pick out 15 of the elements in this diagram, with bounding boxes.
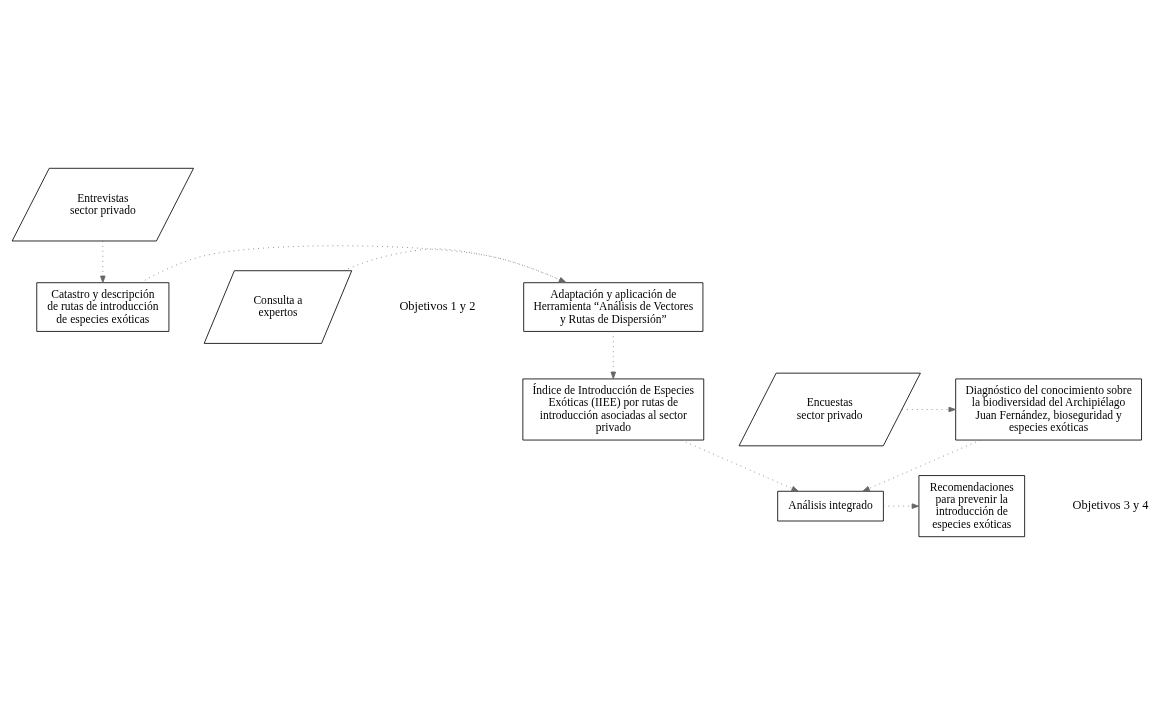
node-box: Catastro y descripción de rutas de introducción de especies exóticas [36, 281, 170, 332]
label: Objetivos 3 y 4 [1072, 497, 1149, 512]
arrow [883, 502, 920, 509]
arrow [100, 240, 106, 283]
node-box: Diagnóstico del conocimiento sobre la biodiversidad del Archipiélago Juan Fernández, bioseguridad y especies exóticas [955, 378, 1142, 440]
label: Objetivos 1 y 2 [399, 298, 476, 313]
node-box: Índice de Introducción de Especies Exóticas (IIEE) por rutas de introducción asociadas al sector privado [522, 378, 705, 440]
node-box: Adaptación y aplicación de Herramienta “Análisis de Vectores y Rutas de Dispersión” [523, 281, 704, 332]
arrow [862, 439, 981, 492]
arrow [343, 248, 567, 283]
arrow [140, 244, 567, 283]
node-box: Recomendaciones para prevenir la introducción de especies exóticas [918, 474, 1026, 537]
node-box: Análisis integrado [777, 490, 884, 521]
arrow [681, 439, 799, 492]
arrow [901, 406, 956, 412]
